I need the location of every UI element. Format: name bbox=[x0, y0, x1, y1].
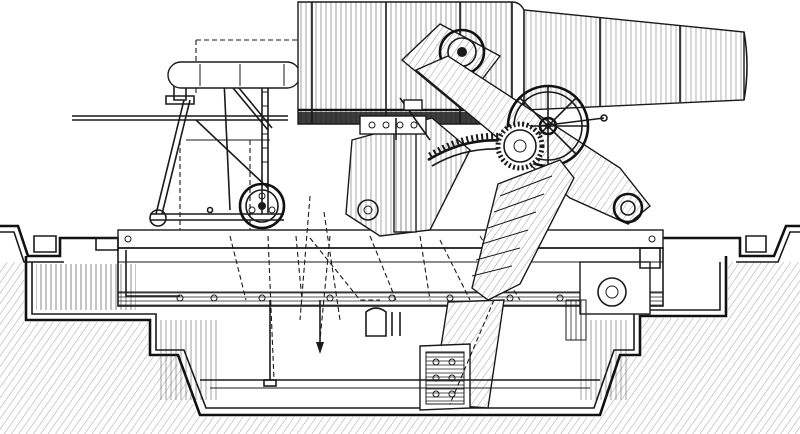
ground-and-pit bbox=[0, 224, 800, 434]
elevating-carriage bbox=[345, 23, 651, 237]
operator-stand bbox=[72, 64, 288, 230]
chassis-bolts bbox=[124, 235, 656, 302]
loading-rack bbox=[299, 159, 575, 411]
pit-details bbox=[200, 300, 600, 389]
chassis-platform bbox=[95, 229, 664, 341]
